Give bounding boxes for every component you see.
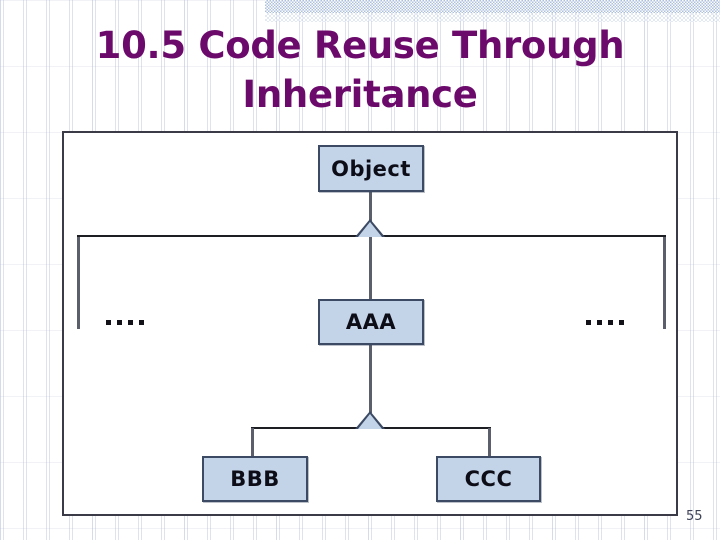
ellipsis-left bbox=[106, 320, 144, 325]
ellipsis-dot bbox=[597, 320, 602, 325]
page-number: 55 bbox=[686, 509, 703, 524]
connector-stub-bbb bbox=[251, 428, 254, 456]
class-box-bbb[interactable]: BBB bbox=[202, 456, 308, 502]
top-dotted-band-decoration bbox=[265, 0, 720, 13]
ellipsis-dot bbox=[128, 320, 133, 325]
class-box-aaa[interactable]: AAA bbox=[318, 299, 424, 345]
connector-arrow-to-aaa bbox=[369, 236, 372, 299]
top-dotted-band-fade-decoration bbox=[265, 13, 720, 22]
triangle-fill bbox=[358, 414, 382, 429]
ellipsis-dot bbox=[139, 320, 144, 325]
class-box-object[interactable]: Object bbox=[318, 145, 424, 192]
ellipsis-dot bbox=[608, 320, 613, 325]
ellipsis-dot bbox=[619, 320, 624, 325]
triangle-fill bbox=[358, 222, 382, 237]
page-title: 10.5 Code Reuse Through Inheritance bbox=[60, 22, 660, 120]
class-box-ccc[interactable]: CCC bbox=[436, 456, 541, 502]
page-title-line-1: 10.5 Code Reuse Through bbox=[95, 24, 625, 67]
ellipsis-right bbox=[586, 320, 624, 325]
connector-object-to-arrow bbox=[369, 191, 372, 236]
connector-stub-left bbox=[77, 237, 80, 329]
connector-stub-ccc bbox=[488, 428, 491, 456]
connector-aaa-to-arrow bbox=[369, 345, 372, 413]
connector-stub-right bbox=[663, 237, 666, 329]
page-title-line-2: Inheritance bbox=[242, 72, 478, 116]
ellipsis-dot bbox=[106, 320, 111, 325]
ellipsis-dot bbox=[586, 320, 591, 325]
ellipsis-dot bbox=[117, 320, 122, 325]
